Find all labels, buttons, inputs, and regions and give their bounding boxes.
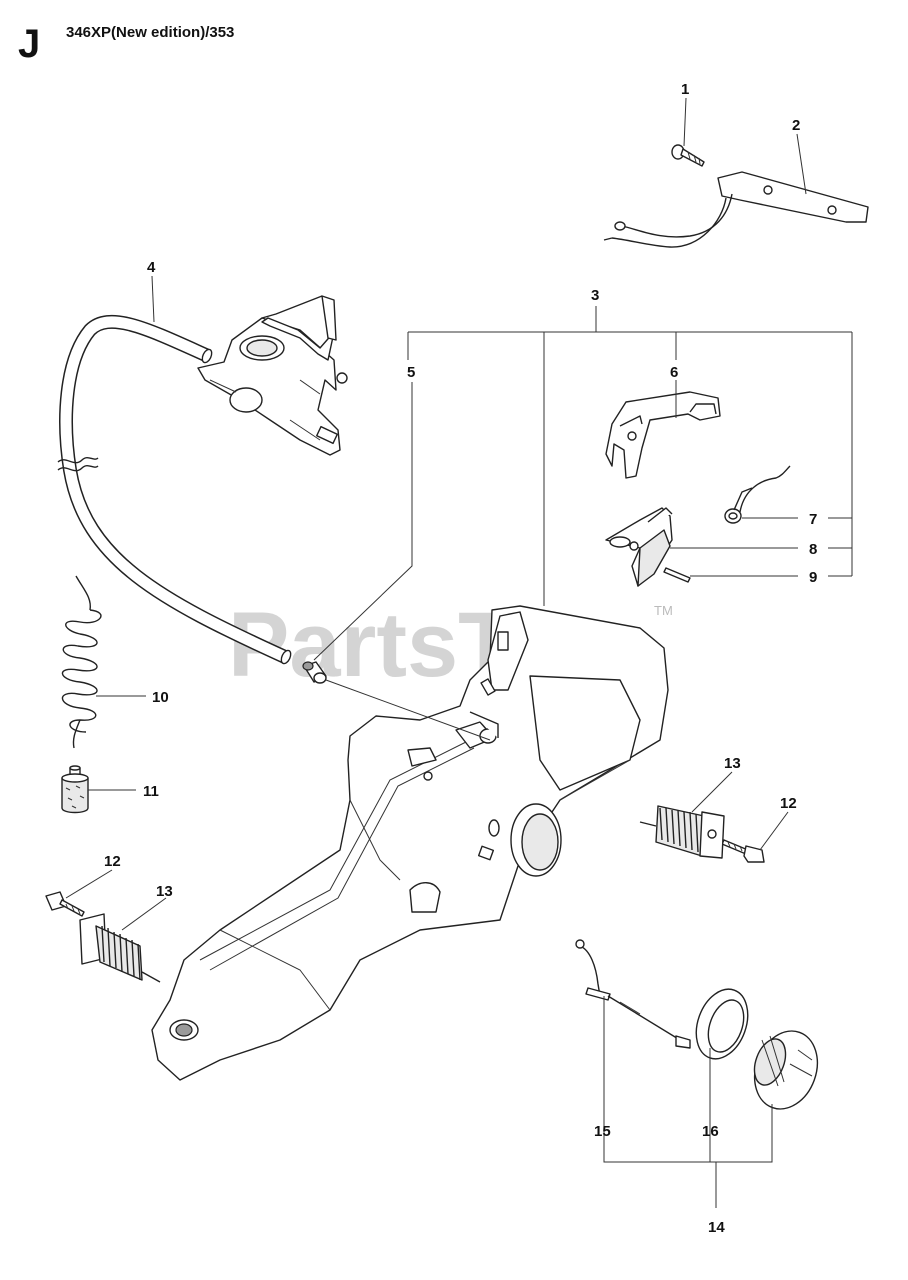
callout-4: 4 bbox=[147, 259, 156, 276]
callout-14: 14 bbox=[708, 1219, 725, 1236]
callout-13-left: 13 bbox=[156, 883, 173, 900]
tank-handle-housing bbox=[151, 605, 669, 1081]
callout-3: 3 bbox=[591, 287, 599, 304]
part-bolt-12-left[interactable] bbox=[45, 891, 85, 917]
part-spring-7[interactable] bbox=[724, 465, 791, 524]
model-title: 346XP(New edition)/353 bbox=[66, 24, 235, 41]
part-av-spring-13-right[interactable] bbox=[639, 805, 725, 859]
watermark-tm: TM bbox=[654, 603, 673, 618]
callout-10: 10 bbox=[152, 689, 169, 706]
callout-12-left: 12 bbox=[104, 853, 121, 870]
part-bolt-12-right[interactable] bbox=[721, 839, 765, 863]
part-bushing-5[interactable] bbox=[302, 661, 491, 741]
callout-12-right: 12 bbox=[780, 795, 797, 812]
callout-1: 1 bbox=[681, 81, 689, 98]
part-fuel-breather-15[interactable] bbox=[575, 939, 691, 1049]
part-coil-spring-10[interactable] bbox=[61, 575, 102, 749]
part-screw-1[interactable] bbox=[671, 144, 705, 167]
part-pin-9[interactable] bbox=[663, 567, 691, 583]
callout-11: 11 bbox=[143, 783, 159, 800]
part-fuel-filter-11[interactable] bbox=[61, 765, 89, 814]
callout-9: 9 bbox=[809, 569, 817, 586]
part-trigger-lever-6[interactable] bbox=[605, 391, 721, 479]
callout-15: 15 bbox=[594, 1123, 611, 1140]
callout-16: 16 bbox=[702, 1123, 719, 1140]
callout-13-right: 13 bbox=[724, 755, 741, 772]
part-fuel-hose-4[interactable] bbox=[57, 314, 293, 665]
callout-2: 2 bbox=[792, 117, 800, 134]
callout-8: 8 bbox=[809, 541, 817, 558]
part-seal-ring-16[interactable] bbox=[687, 982, 757, 1066]
part-lockout-8[interactable] bbox=[605, 507, 673, 587]
part-bracket-with-wire-2[interactable] bbox=[603, 171, 869, 248]
callout-6: 6 bbox=[670, 364, 678, 381]
leader-lines bbox=[65, 97, 853, 1208]
callout-7: 7 bbox=[809, 511, 817, 528]
callout-5: 5 bbox=[407, 364, 415, 381]
carburetor-reference bbox=[197, 295, 348, 456]
callout-labels: 1 2 3 4 5 6 7 8 9 10 11 12 13 12 13 14 1… bbox=[104, 81, 817, 1236]
section-letter: J bbox=[18, 22, 41, 66]
part-av-spring-13-left[interactable] bbox=[79, 913, 161, 983]
part-fuel-cap-14[interactable] bbox=[744, 1022, 828, 1118]
